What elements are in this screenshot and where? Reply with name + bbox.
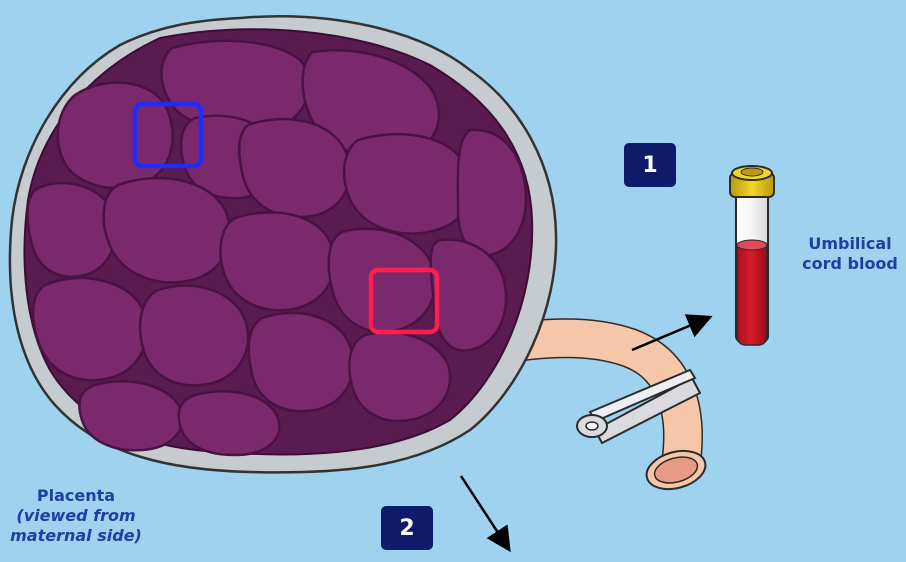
placenta-label: Placenta (viewed from maternal side): [0, 486, 152, 546]
cord-blood-label-line2: cord blood: [796, 254, 904, 274]
cord-blood-label: Umbilical cord blood: [796, 234, 904, 274]
step-badge-1: 1: [624, 143, 676, 187]
cotyledon: [27, 183, 115, 277]
cotyledon: [220, 212, 334, 310]
cotyledon: [249, 313, 353, 411]
cotyledon: [344, 134, 470, 233]
cord-blood-label-line1: Umbilical: [796, 234, 904, 254]
placenta-label-line3: maternal side): [0, 526, 152, 546]
placenta-label-line2: (viewed from: [0, 506, 152, 526]
cotyledon: [58, 83, 173, 188]
cotyledon: [140, 286, 248, 386]
blood-tube: [730, 166, 774, 345]
arrow-down: [461, 476, 508, 548]
placenta-label-line1: Placenta: [0, 486, 152, 506]
cotyledon: [79, 381, 182, 450]
step-badge-2: 2: [381, 506, 433, 550]
cotyledon: [179, 391, 280, 455]
